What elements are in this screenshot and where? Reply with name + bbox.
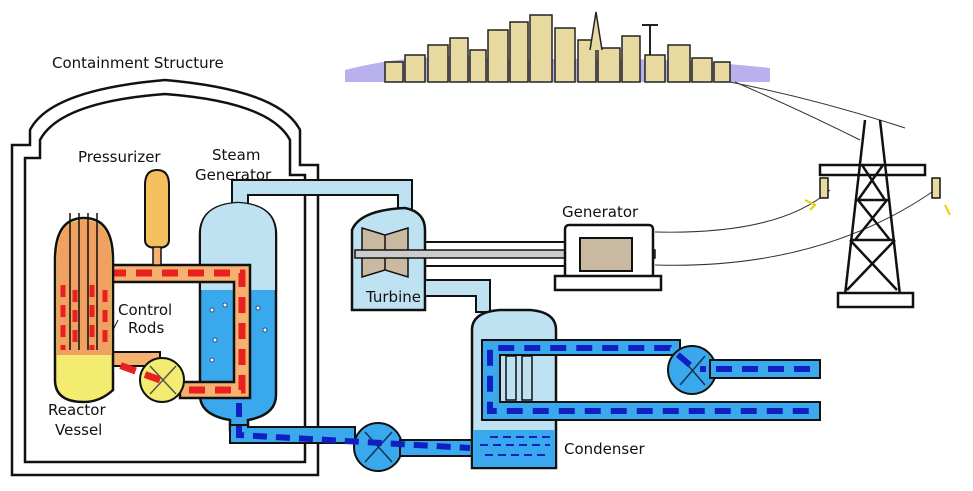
turbine-label: Turbine (365, 288, 421, 306)
reactor-vessel (53, 213, 119, 404)
steam-generator-label-2: Generator (195, 166, 272, 184)
turbine (350, 206, 656, 313)
city-skyline (345, 11, 770, 83)
reactor-vessel-label-1: Reactor (48, 401, 106, 419)
control-rods-label-2: Rods (128, 319, 164, 337)
generator (553, 223, 663, 292)
condenser-label: Condenser (564, 440, 645, 458)
control-rods-label-1: Control (118, 301, 172, 319)
control-rods (69, 213, 98, 350)
turbine-shaft (354, 249, 656, 259)
generator-label: Generator (562, 203, 639, 221)
transmission-tower (804, 119, 951, 309)
cooling-water-loop (481, 339, 821, 421)
containment-label: Containment Structure (52, 54, 224, 72)
steam-generator-label-1: Steam (212, 146, 260, 164)
primary-loop (98, 263, 252, 403)
feedwater-line (229, 380, 473, 472)
reactor-vessel-label-2: Vessel (55, 421, 102, 439)
pressurizer-label: Pressurizer (78, 148, 161, 166)
power-lines (654, 81, 936, 266)
pressurizer (144, 168, 170, 266)
